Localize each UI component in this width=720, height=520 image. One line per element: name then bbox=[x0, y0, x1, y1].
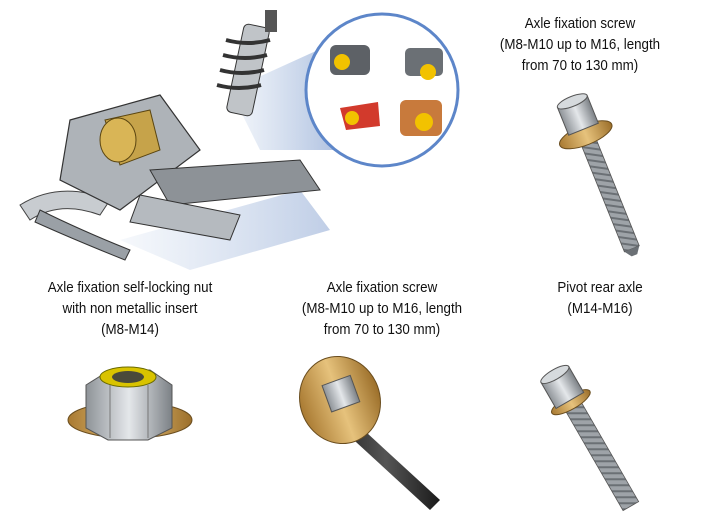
callout-detail-3 bbox=[340, 102, 380, 130]
caption-line: (M14-M16) bbox=[567, 301, 633, 317]
caption-line: (M8-M14) bbox=[101, 322, 159, 338]
caption-line: Axle fixation screw bbox=[524, 16, 636, 32]
suspension-assembly-illustration bbox=[19, 10, 340, 270]
callout-detail-1 bbox=[330, 45, 370, 75]
caption-self-locking-nut: Axle fixation self-locking nut with non … bbox=[20, 278, 241, 341]
caption-line: from 70 to 130 mm) bbox=[323, 322, 441, 338]
caption-line: (M8-M10 up to M16, length bbox=[499, 37, 661, 53]
pivot-rear-axle-image bbox=[540, 364, 640, 512]
axle-fixation-screw-bottom-image bbox=[299, 355, 440, 510]
callout-detail-4 bbox=[400, 100, 442, 136]
callout-detail-2 bbox=[405, 48, 443, 80]
caption-axle-fixation-screw-bottom: Axle fixation screw (M8-M10 up to M16, l… bbox=[272, 278, 493, 341]
caption-line: from 70 to 130 mm) bbox=[521, 58, 639, 74]
axle-fixation-screw-top-image bbox=[556, 93, 640, 257]
caption-line: Axle fixation self-locking nut bbox=[47, 280, 213, 296]
callout-zoom-circle bbox=[304, 12, 460, 168]
caption-axle-fixation-screw-top: Axle fixation screw (M8-M10 up to M16, l… bbox=[470, 14, 691, 77]
caption-line: (M8-M10 up to M16, length bbox=[301, 301, 463, 317]
caption-line: Axle fixation screw bbox=[326, 280, 438, 296]
caption-pivot-rear-axle: Pivot rear axle (M14-M16) bbox=[499, 278, 701, 320]
caption-line: with non metallic insert bbox=[62, 301, 198, 317]
self-locking-nut-image bbox=[67, 366, 193, 441]
caption-line: Pivot rear axle bbox=[557, 280, 643, 296]
